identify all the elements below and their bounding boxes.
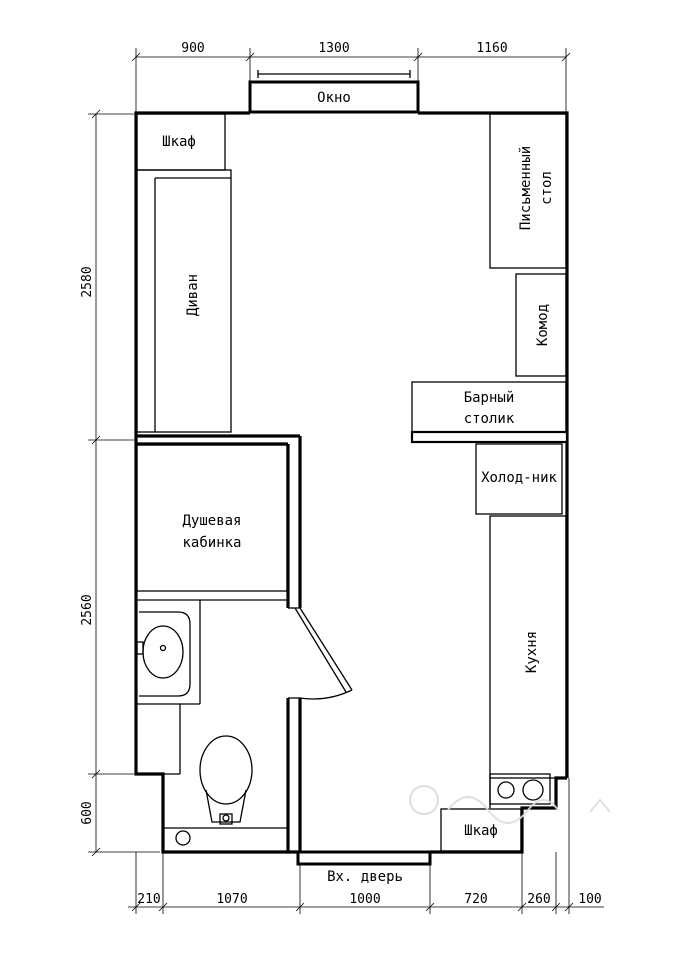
walls	[134, 111, 569, 854]
bar-table-label-line1: Барный	[464, 390, 515, 406]
dresser-label: Комод	[535, 304, 551, 346]
sink	[136, 599, 287, 705]
wardrobe-bottom-label: Шкаф	[464, 823, 498, 839]
fridge: Холод-ник	[475, 443, 563, 515]
watermark	[409, 785, 611, 824]
left-dimensions: 2580 2560 600	[80, 109, 160, 857]
desk-label-line2: стол	[539, 171, 555, 205]
bathroom-door	[294, 607, 353, 700]
kitchen-label: Кухня	[524, 631, 540, 673]
dim-top-2: 1300	[318, 41, 349, 56]
toilet	[163, 704, 253, 825]
water-heater	[163, 827, 288, 846]
dim-bottom-5: 260	[527, 892, 550, 907]
dim-left-2: 2560	[80, 594, 95, 625]
top-dimensions: 900 1300 1160	[131, 41, 571, 112]
shower-label-line2: кабинка	[182, 535, 241, 551]
dim-top-3: 1160	[476, 41, 507, 56]
dim-bottom-4: 720	[464, 892, 487, 907]
entrance-door-label: Вх. дверь	[327, 869, 403, 885]
shower-label-line1: Душевая	[182, 513, 241, 529]
bar-table: Барный столик	[410, 381, 569, 444]
window-label: Окно	[317, 90, 351, 106]
bottom-dimensions: 210 1070 1000 720 260 100	[128, 778, 604, 914]
sofa-label: Диван	[185, 274, 201, 316]
shower-cabin: Душевая кабинка	[136, 444, 288, 592]
window: Окно	[248, 70, 420, 114]
dim-top-1: 900	[181, 41, 204, 56]
dim-bottom-6: 100	[578, 892, 601, 907]
dim-left-3: 600	[80, 801, 95, 824]
dim-bottom-2: 1070	[216, 892, 247, 907]
dresser: Комод	[515, 273, 567, 377]
desk: Письменный стол	[489, 113, 567, 269]
bar-table-label-line2: столик	[464, 411, 515, 427]
fridge-label: Холод-ник	[481, 470, 557, 486]
dim-bottom-3: 1000	[349, 892, 380, 907]
dim-left-1: 2580	[80, 266, 95, 297]
kitchen: Кухня	[489, 515, 567, 808]
sofa: Диван	[136, 169, 232, 433]
wardrobe-bottom: Шкаф	[440, 808, 522, 852]
dim-bottom-1: 210	[137, 892, 160, 907]
entrance-door: Вх. дверь	[296, 850, 432, 885]
desk-label-line1: Письменный	[518, 146, 534, 230]
wardrobe-top-label: Шкаф	[162, 134, 196, 150]
wardrobe-top: Шкаф	[136, 113, 226, 171]
